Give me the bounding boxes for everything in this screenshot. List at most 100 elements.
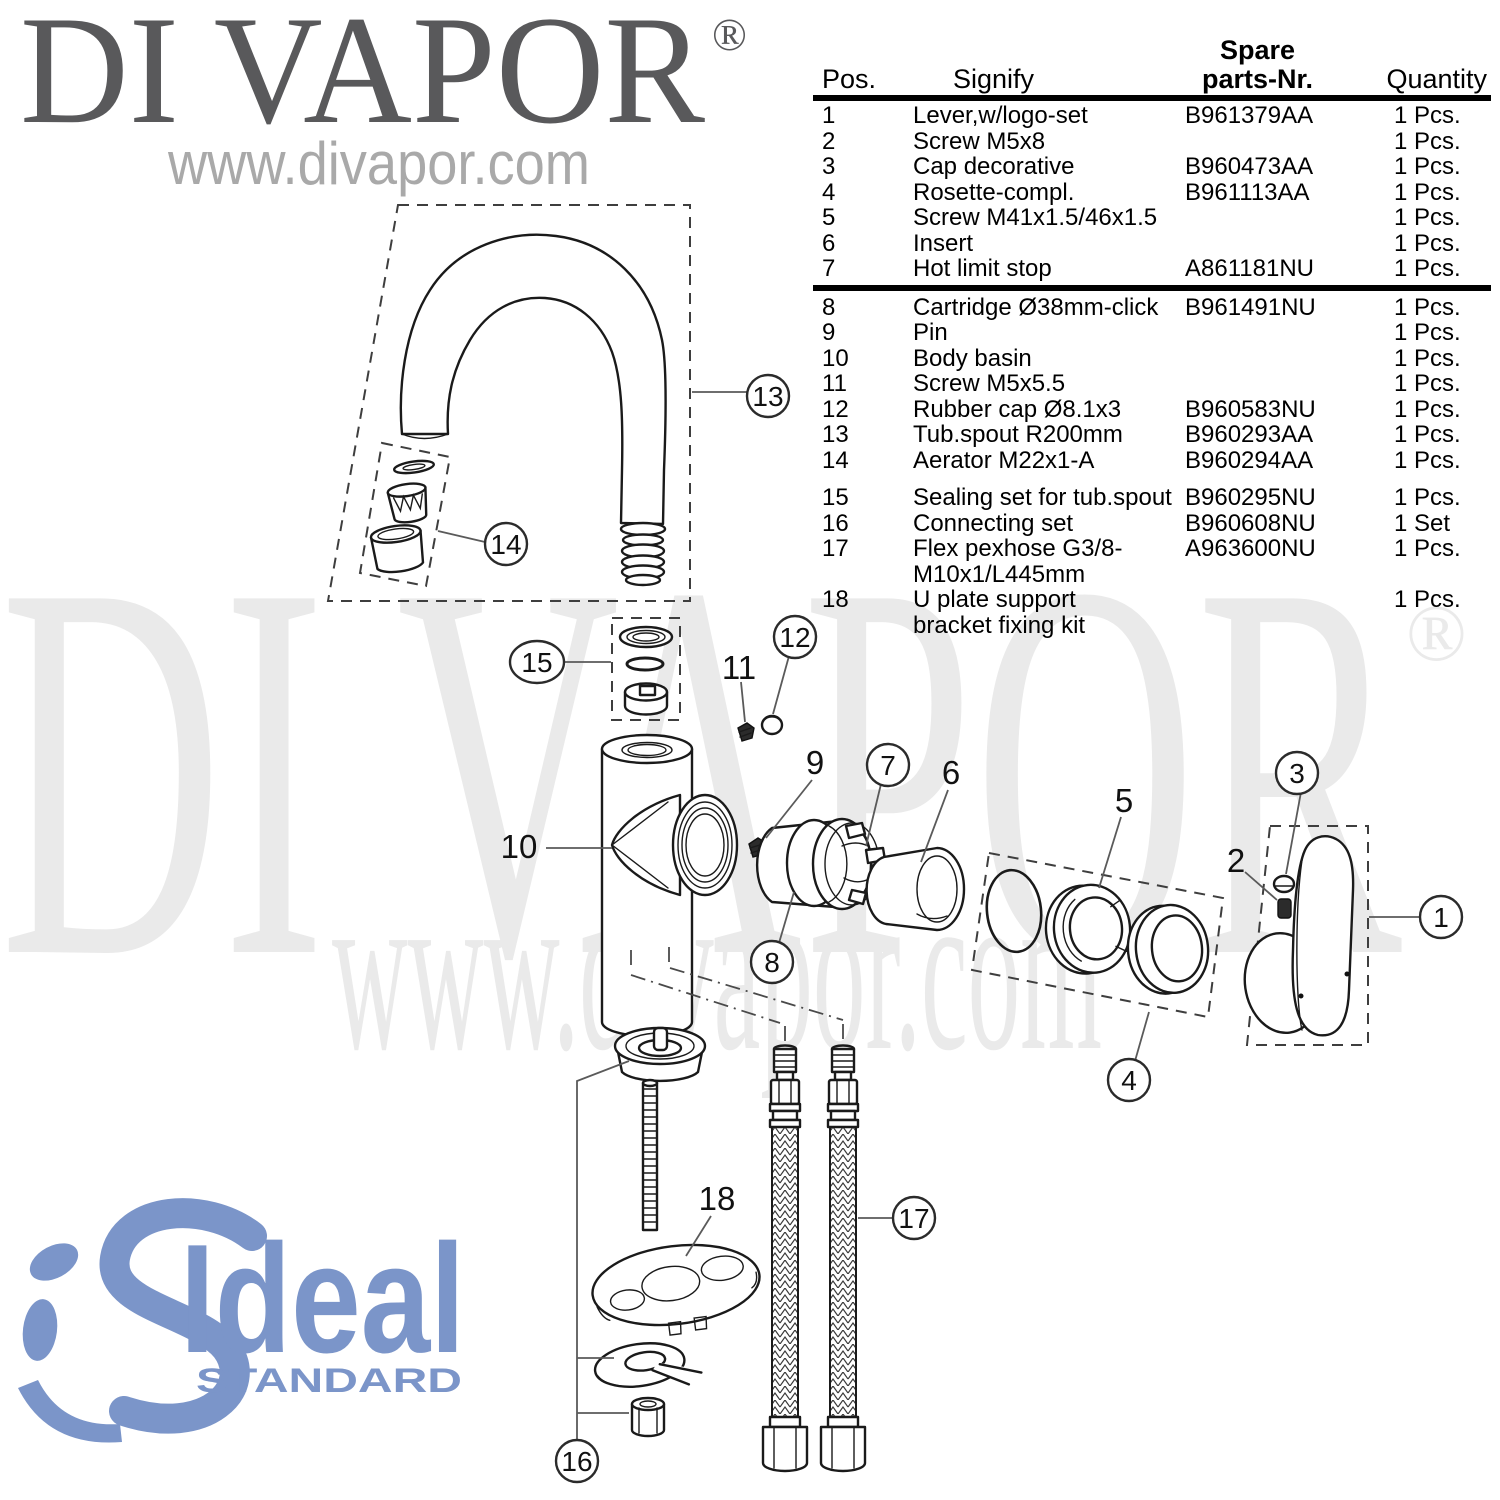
rosette-dashed-box <box>970 851 1225 1019</box>
table-row: 16 Connecting set B960608NU 1 Set <box>822 509 1451 537</box>
rubber-cap-part <box>760 714 784 736</box>
parts-table-header: Pos. Signify Spare parts-Nr. Quantity <box>813 14 1491 94</box>
svg-text:17: 17 <box>898 1203 929 1234</box>
flex-hose <box>761 1044 809 1473</box>
o-ring-drawing <box>985 868 1043 954</box>
table-row: 17 Flex pexhose G3/8- M10x1/L445mm A9636… <box>822 535 1461 588</box>
column-header-quantity: Quantity <box>1386 64 1487 94</box>
spout-dashed-box <box>326 204 691 602</box>
callout-13: 13 <box>745 373 791 419</box>
divapor-registered-mark: ® <box>712 9 747 60</box>
table-row: 11 Screw M5x5.5 1 Pcs. <box>822 370 1461 397</box>
column-header-pos: Pos. <box>822 64 877 94</box>
table-row: 15 Sealing set for tub.spout B960295NU 1… <box>822 484 1461 511</box>
mounting-flange <box>613 1026 707 1083</box>
callout-7: 7 <box>865 742 911 788</box>
column-header-spare-parts-nr: Spare parts-Nr. <box>1201 35 1314 94</box>
table-divider <box>813 95 1491 101</box>
callout-11: 11 <box>722 649 756 686</box>
parts-table: Pos. Signify Spare parts-Nr. Quantity 1 … <box>813 14 1491 638</box>
table-row: 8 Cartridge Ø38mm-click B961491NU 1 Pcs. <box>822 293 1461 321</box>
callout-15: 15 <box>508 639 566 685</box>
callout-5: 5 <box>1115 782 1133 819</box>
svg-text:15: 15 <box>521 647 552 678</box>
horseshoe-washer <box>593 1342 708 1388</box>
callout-14: 14 <box>483 521 529 567</box>
aerator-insert <box>386 482 428 524</box>
u-plate-bracket <box>591 1243 761 1336</box>
callout-6: 6 <box>942 754 960 791</box>
callout-1: 1 <box>1418 894 1464 940</box>
table-row: 6 Insert 1 Pcs. <box>822 229 1461 257</box>
callout-3: 3 <box>1274 750 1320 796</box>
table-row: 3 Cap decorative B960473AA 1 Pcs. <box>822 153 1461 180</box>
svg-text:7: 7 <box>880 750 896 781</box>
aerator-cap <box>369 524 425 574</box>
aerator-assembly <box>358 441 452 588</box>
table-row: 4 Rosette-compl. B961113AA 1 Pcs. <box>822 178 1461 206</box>
flex-hose <box>819 1044 867 1473</box>
table-row: 12 Rubber cap Ø8.1x3 B960583NU 1 Pcs. <box>822 395 1461 423</box>
table-row: 9 Pin 1 Pcs. <box>822 319 1461 346</box>
table-row: 1 Lever,w/logo-set B961379AA 1 Pcs. <box>822 102 1461 129</box>
threaded-rod <box>641 1078 659 1232</box>
divapor-website-text: www.divapor.com <box>167 130 590 197</box>
decorative-cap-part <box>1272 874 1296 894</box>
svg-text:3: 3 <box>1289 758 1305 789</box>
divapor-logo: DI VAPOR ® www.divapor.com <box>20 0 747 197</box>
insert-sleeve <box>865 846 966 932</box>
watermark: DI VAPOR ® www.divapor.com <box>0 471 1467 1099</box>
svg-text:14: 14 <box>490 529 521 560</box>
cartridge-assembly <box>748 817 887 911</box>
connecting-set-assembly <box>591 1026 761 1438</box>
callout-8: 8 <box>749 939 795 985</box>
ideal-standard-wordmark: Ideal <box>180 1212 465 1385</box>
table-row: 18 U plate support bracket fixing kit 1 … <box>822 586 1461 639</box>
rosette-assembly <box>970 851 1225 1019</box>
svg-text:4: 4 <box>1121 1065 1137 1096</box>
table-divider <box>813 284 1491 291</box>
leader-lines <box>437 391 1420 1441</box>
threaded-ring-drawing <box>1044 883 1132 975</box>
sealing-set-assembly <box>611 617 681 721</box>
callout-18: 18 <box>699 1180 736 1217</box>
callout-17: 17 <box>891 1195 937 1241</box>
callout-10: 10 <box>501 828 538 865</box>
svg-text:12: 12 <box>779 622 810 653</box>
svg-text:1: 1 <box>1433 902 1449 933</box>
callout-4: 4 <box>1106 1057 1152 1103</box>
svg-text:8: 8 <box>764 947 780 978</box>
ideal-standard-logo: Ideal STANDARD <box>18 1198 465 1443</box>
tub-spout-drawing <box>399 233 667 526</box>
lever-blade <box>1291 835 1355 1037</box>
table-row: 14 Aerator M22x1-A B960294AA 1 Pcs. <box>822 446 1461 474</box>
svg-text:16: 16 <box>561 1446 592 1477</box>
sealing-washer <box>623 682 669 716</box>
table-row: 5 Screw M41x1.5/46x1.5 1 Pcs. <box>822 204 1461 231</box>
callout-9: 9 <box>806 744 824 781</box>
spout-assembly <box>326 204 691 602</box>
callout-2: 2 <box>1227 842 1245 879</box>
spout-threaded-end <box>619 521 667 587</box>
fixing-nut <box>630 1396 666 1438</box>
callout-16: 16 <box>554 1438 600 1484</box>
screw-m5x5-part <box>737 722 755 742</box>
lever-dashed-box <box>1245 825 1369 1046</box>
svg-text:13: 13 <box>752 381 783 412</box>
table-row: 13 Tub.spout R200mm B960293AA 1 Pcs. <box>822 421 1461 448</box>
table-row: 10 Body basin 1 Pcs. <box>822 344 1461 372</box>
ideal-standard-subtitle: STANDARD <box>196 1362 462 1400</box>
watermark-registered-mark: ® <box>1406 590 1467 678</box>
table-row: 2 Screw M5x8 1 Pcs. <box>822 127 1461 155</box>
rosette-ring-drawing <box>1126 903 1210 995</box>
callouts: 13 14 15 12 7 8 4 3 <box>483 373 1464 1484</box>
ideal-standard-monogram <box>18 1198 267 1443</box>
aerator-dashed-box <box>358 441 452 588</box>
lever-assembly <box>1243 825 1369 1046</box>
sealing-set-dashed-box <box>611 617 681 721</box>
table-row: 7 Hot limit stop A861181NU 1 Pcs. <box>822 255 1461 282</box>
callout-12: 12 <box>772 614 818 660</box>
flex-hoses <box>761 1044 867 1473</box>
